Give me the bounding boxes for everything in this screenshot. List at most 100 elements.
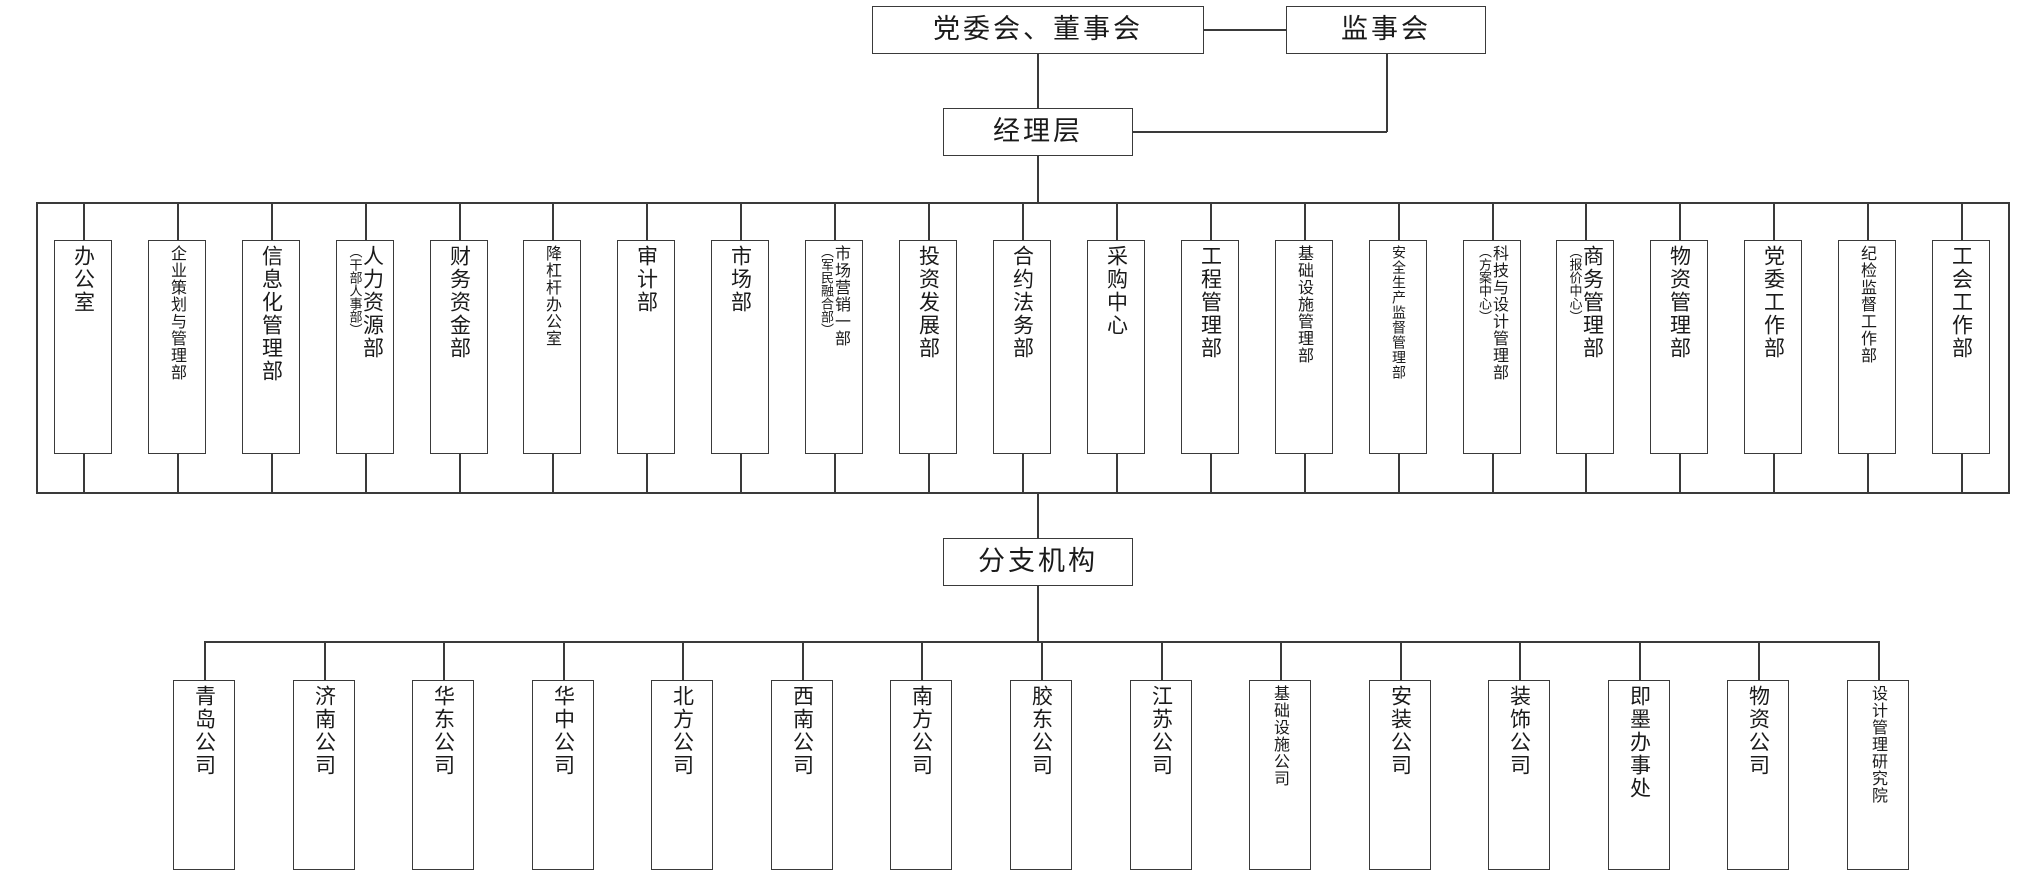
sub-stub-4: [682, 641, 684, 680]
sub-stub-7: [1041, 641, 1043, 680]
dept-stub-top-5: [552, 202, 554, 240]
dept-box-9[interactable]: 投资发展部: [899, 240, 957, 454]
dept-box-8-sublabel: （军民融合部）: [818, 245, 833, 336]
dept-stub-bottom-12: [1210, 454, 1212, 492]
sub-box-10-label: 安装公司: [1388, 685, 1413, 777]
dept-box-15-label: 科技与设计管理部: [1490, 245, 1509, 381]
dept-box-14[interactable]: 安全生产监督管理部: [1369, 240, 1427, 454]
sub-stub-1: [324, 641, 326, 680]
dept-box-16-label: 商务管理部: [1580, 245, 1605, 360]
dept-stub-bottom-10: [1022, 454, 1024, 492]
sub-box-14[interactable]: 设计管理研究院: [1847, 680, 1909, 870]
link-management-dept-bus: [1037, 156, 1039, 203]
dept-box-0-label: 办公室: [71, 245, 96, 314]
sub-box-4-label: 北方公司: [670, 685, 695, 777]
dept-bus-right-cap: [2008, 202, 2010, 494]
sub-stub-11: [1519, 641, 1521, 680]
link-dept-bus-branch: [1037, 492, 1039, 539]
dept-stub-top-16: [1585, 202, 1587, 240]
sub-box-3[interactable]: 华中公司: [532, 680, 594, 870]
sub-box-1[interactable]: 济南公司: [293, 680, 355, 870]
dept-box-2[interactable]: 信息化管理部: [242, 240, 300, 454]
link-branch-sub-bus: [1037, 586, 1039, 642]
dept-box-2-label: 信息化管理部: [259, 245, 284, 383]
dept-stub-top-12: [1210, 202, 1212, 240]
dept-stub-top-10: [1022, 202, 1024, 240]
dept-stub-bottom-7: [740, 454, 742, 492]
dept-box-3[interactable]: 人力资源部（干部人事部）: [336, 240, 394, 454]
sub-box-11[interactable]: 装饰公司: [1488, 680, 1550, 870]
sub-box-9-label: 基础设施公司: [1271, 685, 1290, 787]
dept-box-4[interactable]: 财务资金部: [430, 240, 488, 454]
sub-box-6[interactable]: 南方公司: [890, 680, 952, 870]
sub-box-0[interactable]: 青岛公司: [173, 680, 235, 870]
dept-box-15[interactable]: 科技与设计管理部（方案中心）: [1463, 240, 1521, 454]
dept-box-11[interactable]: 采购中心: [1087, 240, 1145, 454]
sub-box-8[interactable]: 江苏公司: [1130, 680, 1192, 870]
node-management[interactable]: 经理层: [943, 108, 1133, 156]
dept-stub-bottom-1: [177, 454, 179, 492]
dept-stub-bottom-6: [646, 454, 648, 492]
dept-box-7[interactable]: 市场部: [711, 240, 769, 454]
dept-bus-left-cap: [36, 202, 38, 494]
dept-box-19[interactable]: 纪检监督工作部: [1838, 240, 1896, 454]
node-branch-label: 分支机构: [978, 545, 1098, 577]
dept-stub-top-17: [1679, 202, 1681, 240]
dept-box-17[interactable]: 物资管理部: [1650, 240, 1708, 454]
dept-stub-top-13: [1304, 202, 1306, 240]
sub-box-12[interactable]: 即墨办事处: [1608, 680, 1670, 870]
dept-box-6[interactable]: 审计部: [617, 240, 675, 454]
node-supervisory-board[interactable]: 监事会: [1286, 6, 1486, 54]
dept-box-1-label: 企业策划与管理部: [168, 245, 187, 381]
sub-box-7[interactable]: 胶东公司: [1010, 680, 1072, 870]
sub-stub-5: [802, 641, 804, 680]
dept-stub-bottom-4: [459, 454, 461, 492]
dept-stub-bottom-16: [1585, 454, 1587, 492]
sub-box-0-label: 青岛公司: [192, 685, 217, 777]
dept-box-5[interactable]: 降杠杆办公室: [523, 240, 581, 454]
node-board[interactable]: 党委会、董事会: [872, 6, 1204, 54]
sub-box-2[interactable]: 华东公司: [412, 680, 474, 870]
dept-stub-bottom-5: [552, 454, 554, 492]
dept-box-8-label: 市场营销一部: [832, 245, 851, 347]
dept-box-17-label: 物资管理部: [1667, 245, 1692, 360]
dept-box-0[interactable]: 办公室: [54, 240, 112, 454]
dept-box-20[interactable]: 工会工作部: [1932, 240, 1990, 454]
dept-box-13-label: 基础设施管理部: [1295, 245, 1314, 364]
dept-box-10-label: 合约法务部: [1010, 245, 1035, 360]
dept-box-10[interactable]: 合约法务部: [993, 240, 1051, 454]
dept-box-1[interactable]: 企业策划与管理部: [148, 240, 206, 454]
dept-box-18[interactable]: 党委工作部: [1744, 240, 1802, 454]
dept-box-20-label: 工会工作部: [1949, 245, 1974, 360]
sub-box-14-label: 设计管理研究院: [1869, 685, 1888, 804]
dept-stub-bottom-11: [1116, 454, 1118, 492]
dept-box-12[interactable]: 工程管理部: [1181, 240, 1239, 454]
sub-stub-13: [1758, 641, 1760, 680]
sub-box-7-label: 胶东公司: [1029, 685, 1054, 777]
link-board-supervisory: [1204, 29, 1286, 31]
dept-box-16[interactable]: 商务管理部（报价中心）: [1556, 240, 1614, 454]
dept-box-12-label: 工程管理部: [1198, 245, 1223, 360]
sub-box-5[interactable]: 西南公司: [771, 680, 833, 870]
sub-box-3-label: 华中公司: [551, 685, 576, 777]
sub-box-12-label: 即墨办事处: [1627, 685, 1652, 800]
dept-stub-bottom-20: [1961, 454, 1963, 492]
sub-box-2-label: 华东公司: [431, 685, 456, 777]
sub-stub-12: [1639, 641, 1641, 680]
sub-box-4[interactable]: 北方公司: [651, 680, 713, 870]
sub-box-13[interactable]: 物资公司: [1727, 680, 1789, 870]
dept-stub-bottom-0: [83, 454, 85, 492]
dept-box-13[interactable]: 基础设施管理部: [1275, 240, 1333, 454]
dept-box-11-label: 采购中心: [1104, 245, 1129, 337]
sub-box-9[interactable]: 基础设施公司: [1249, 680, 1311, 870]
node-management-label: 经理层: [993, 115, 1083, 147]
sub-box-10[interactable]: 安装公司: [1369, 680, 1431, 870]
sub-box-13-label: 物资公司: [1746, 685, 1771, 777]
node-branch[interactable]: 分支机构: [943, 538, 1133, 586]
dept-box-6-label: 审计部: [634, 245, 659, 314]
dept-box-8[interactable]: 市场营销一部（军民融合部）: [805, 240, 863, 454]
dept-box-5-label: 降杠杆办公室: [543, 245, 562, 347]
dept-box-9-label: 投资发展部: [916, 245, 941, 360]
sub-stub-10: [1400, 641, 1402, 680]
